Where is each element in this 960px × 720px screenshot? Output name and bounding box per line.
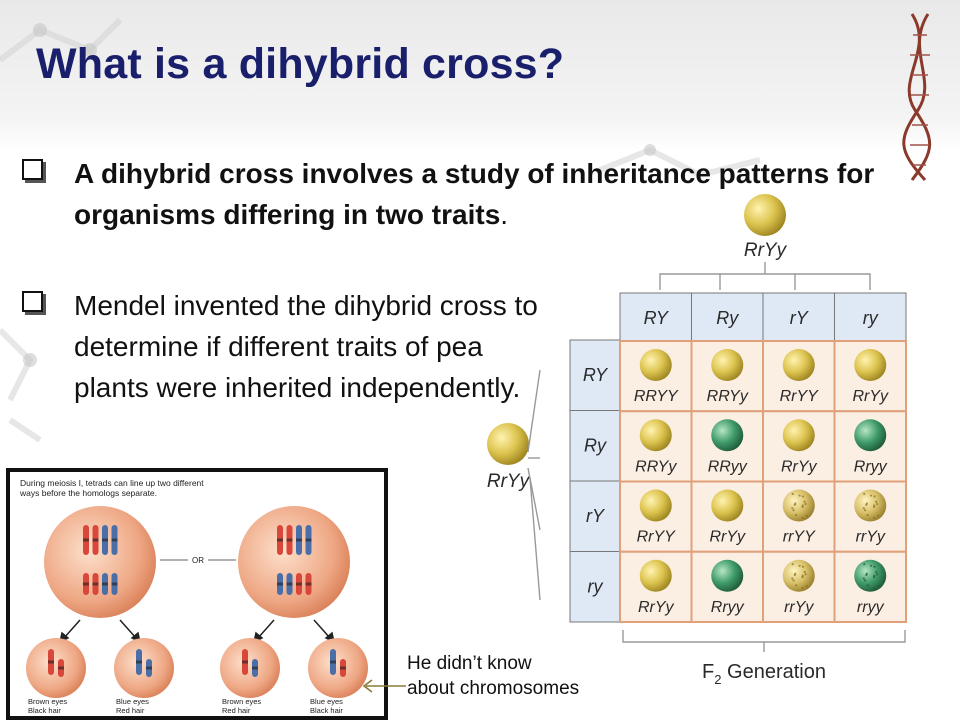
- bullet-text: Mendel invented the dihybrid cross to de…: [74, 290, 538, 403]
- cell-genotype: RrYY: [637, 529, 677, 546]
- gamete-left-label: Ry: [584, 436, 607, 456]
- yellow-pea-icon: [854, 349, 887, 381]
- yellow-pea-icon: [711, 349, 744, 381]
- yellow-pea-icon: [782, 489, 815, 522]
- cell-genotype: RRYY: [634, 388, 679, 405]
- cell-genotype: RrYy: [781, 458, 818, 475]
- checkbox-bullet-icon: [22, 159, 43, 180]
- daughter-cell: [114, 638, 174, 698]
- cell-genotype: rrYY: [783, 529, 816, 546]
- outcome-label: Red hair: [116, 706, 145, 715]
- cell-genotype: RrYy: [709, 529, 746, 546]
- outcome-label: Red hair: [222, 706, 251, 715]
- bullet-text: A dihybrid cross involves a study of inh…: [74, 158, 875, 230]
- meiosis-caption-line-2: ways before the homologs separate.: [19, 488, 157, 498]
- green-pea-icon: [854, 559, 887, 592]
- gamete-left-label: ry: [588, 577, 604, 597]
- parent-cell-right: [238, 506, 350, 618]
- slide-title: What is a dihybrid cross?: [36, 40, 565, 88]
- parent-top-genotype: RrYy: [744, 240, 788, 261]
- outcome-label: Black hair: [310, 706, 343, 715]
- arrow-left-icon: [362, 679, 406, 693]
- gamete-left-label: RY: [583, 365, 609, 385]
- yellow-pea-icon: [711, 489, 744, 522]
- daughter-cell: [220, 638, 280, 698]
- outcome-label: Black hair: [28, 706, 61, 715]
- yellow-pea-icon: [854, 489, 887, 522]
- green-pea-icon: [711, 419, 744, 452]
- cell-genotype: RRYy: [635, 458, 677, 475]
- meiosis-caption-line-1: During meiosis I, tetrads can line up tw…: [20, 478, 204, 488]
- green-pea-icon: [711, 559, 744, 592]
- note-line-1: He didn’t know: [407, 653, 532, 674]
- cell-genotype: RrYy: [852, 388, 889, 405]
- daughter-cell: [308, 638, 368, 698]
- bullet-suffix: .: [500, 199, 509, 230]
- yellow-pea-icon: [639, 489, 672, 522]
- parent-top-pea-icon: [744, 194, 786, 236]
- outcome-label: Brown eyes: [28, 697, 67, 706]
- chromosome-note: He didn’t know about chromosomes: [407, 651, 637, 701]
- yellow-pea-icon: [639, 419, 672, 452]
- daughter-cell: [26, 638, 86, 698]
- cell-genotype: Rryy: [854, 458, 888, 475]
- cell-genotype: rryy: [857, 599, 885, 616]
- meiosis-svg: During meiosis I, tetrads can line up tw…: [19, 478, 368, 715]
- gamete-top-label: RY: [644, 308, 670, 328]
- yellow-pea-icon: [782, 419, 815, 452]
- or-label: OR: [192, 556, 204, 565]
- dna-helix-icon: [902, 13, 932, 182]
- yellow-pea-icon: [782, 349, 815, 381]
- gamete-top-label: Ry: [716, 308, 739, 328]
- outcome-label: Blue eyes: [310, 697, 343, 706]
- parent-cell-left: [44, 506, 156, 618]
- gamete-top-label: rY: [790, 308, 810, 328]
- outcome-label: Brown eyes: [222, 697, 261, 706]
- cell-genotype: rrYy: [856, 529, 886, 546]
- cell-genotype: RRYy: [707, 388, 749, 405]
- note-line-2: about chromosomes: [407, 678, 580, 699]
- parent-left-genotype: RrYy: [487, 471, 531, 492]
- gamete-top-label: ry: [863, 308, 879, 328]
- checkbox-bullet-icon: [22, 291, 43, 312]
- green-pea-icon: [854, 419, 887, 452]
- outcome-label: Blue eyes: [116, 697, 149, 706]
- yellow-pea-icon: [639, 349, 672, 381]
- generation-label: F2 Generation: [702, 661, 826, 687]
- yellow-pea-icon: [639, 559, 672, 592]
- parent-left-pea-icon: [487, 423, 529, 465]
- cell-genotype: Rryy: [711, 599, 745, 616]
- gamete-left-label: rY: [586, 506, 606, 526]
- cell-genotype: RrYY: [780, 388, 820, 405]
- meiosis-figure: During meiosis I, tetrads can line up tw…: [6, 468, 388, 720]
- cell-genotype: RrYy: [638, 599, 675, 616]
- cell-genotype: rrYy: [784, 599, 814, 616]
- cell-genotype: RRyy: [708, 458, 748, 475]
- yellow-pea-icon: [782, 559, 815, 592]
